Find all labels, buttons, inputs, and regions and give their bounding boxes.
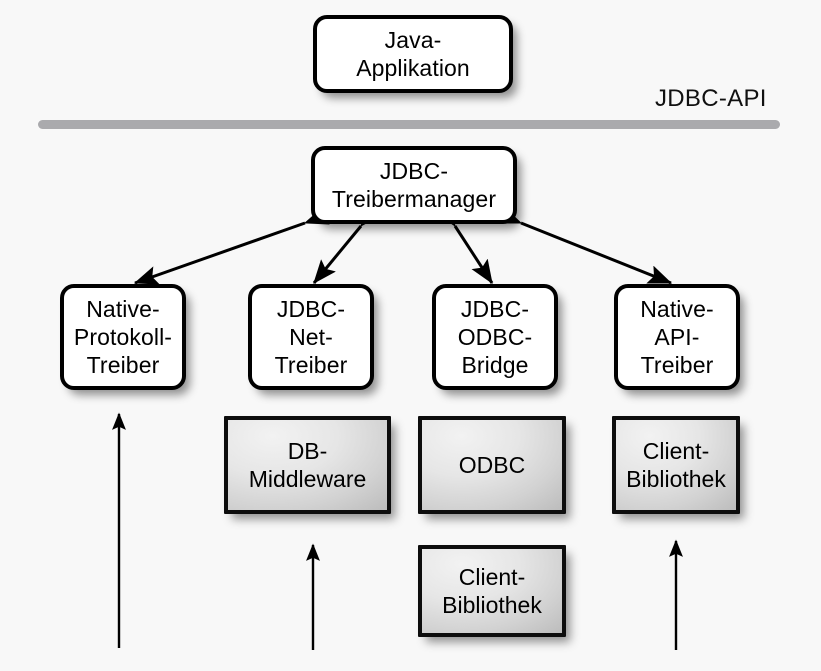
node-native-protokoll-treiber[interactable]: Native-Protokoll-Treiber (60, 284, 186, 390)
node-jdbc-treibermanager[interactable]: JDBC-Treibermanager (311, 146, 517, 224)
node-java-application-label: Java-Applikation (356, 26, 470, 81)
node-odbc-label: ODBC (458, 451, 526, 478)
node-client-bibliothek-mid-label: Client-Bibliothek (442, 563, 542, 618)
node-native-api-treiber-label: Native-API-Treiber (640, 295, 714, 379)
edge-manager-jdbc-net (312, 202, 383, 284)
edge-manager-jdbc-odbc (434, 201, 494, 285)
node-jdbc-net-treiber[interactable]: JDBC-Net-Treiber (248, 284, 374, 390)
edge-manager-native-api (496, 205, 673, 285)
node-jdbc-odbc-bridge-label: JDBC-ODBC-Bridge (457, 295, 533, 379)
node-jdbc-treibermanager-label: JDBC-Treibermanager (331, 157, 497, 212)
node-db-middleware[interactable]: DB-Middleware (224, 416, 391, 514)
node-db-middleware-label: DB-Middleware (248, 437, 367, 492)
jdbc-api-separator-line (38, 120, 780, 129)
node-native-api-treiber[interactable]: Native-API-Treiber (614, 284, 740, 390)
node-jdbc-odbc-bridge[interactable]: JDBC-ODBC-Bridge (432, 284, 558, 390)
node-client-bibliothek-mid[interactable]: Client-Bibliothek (418, 545, 566, 637)
jdbc-api-label: JDBC-API (655, 85, 767, 112)
edge-manager-native-protokoll (133, 206, 330, 285)
node-odbc[interactable]: ODBC (418, 416, 566, 514)
node-native-protokoll-treiber-label: Native-Protokoll-Treiber (73, 295, 173, 379)
node-java-application[interactable]: Java-Applikation (313, 15, 513, 93)
node-jdbc-net-treiber-label: JDBC-Net-Treiber (274, 295, 348, 379)
node-client-bibliothek-right[interactable]: Client-Bibliothek (612, 416, 740, 514)
node-client-bibliothek-right-label: Client-Bibliothek (626, 437, 726, 492)
